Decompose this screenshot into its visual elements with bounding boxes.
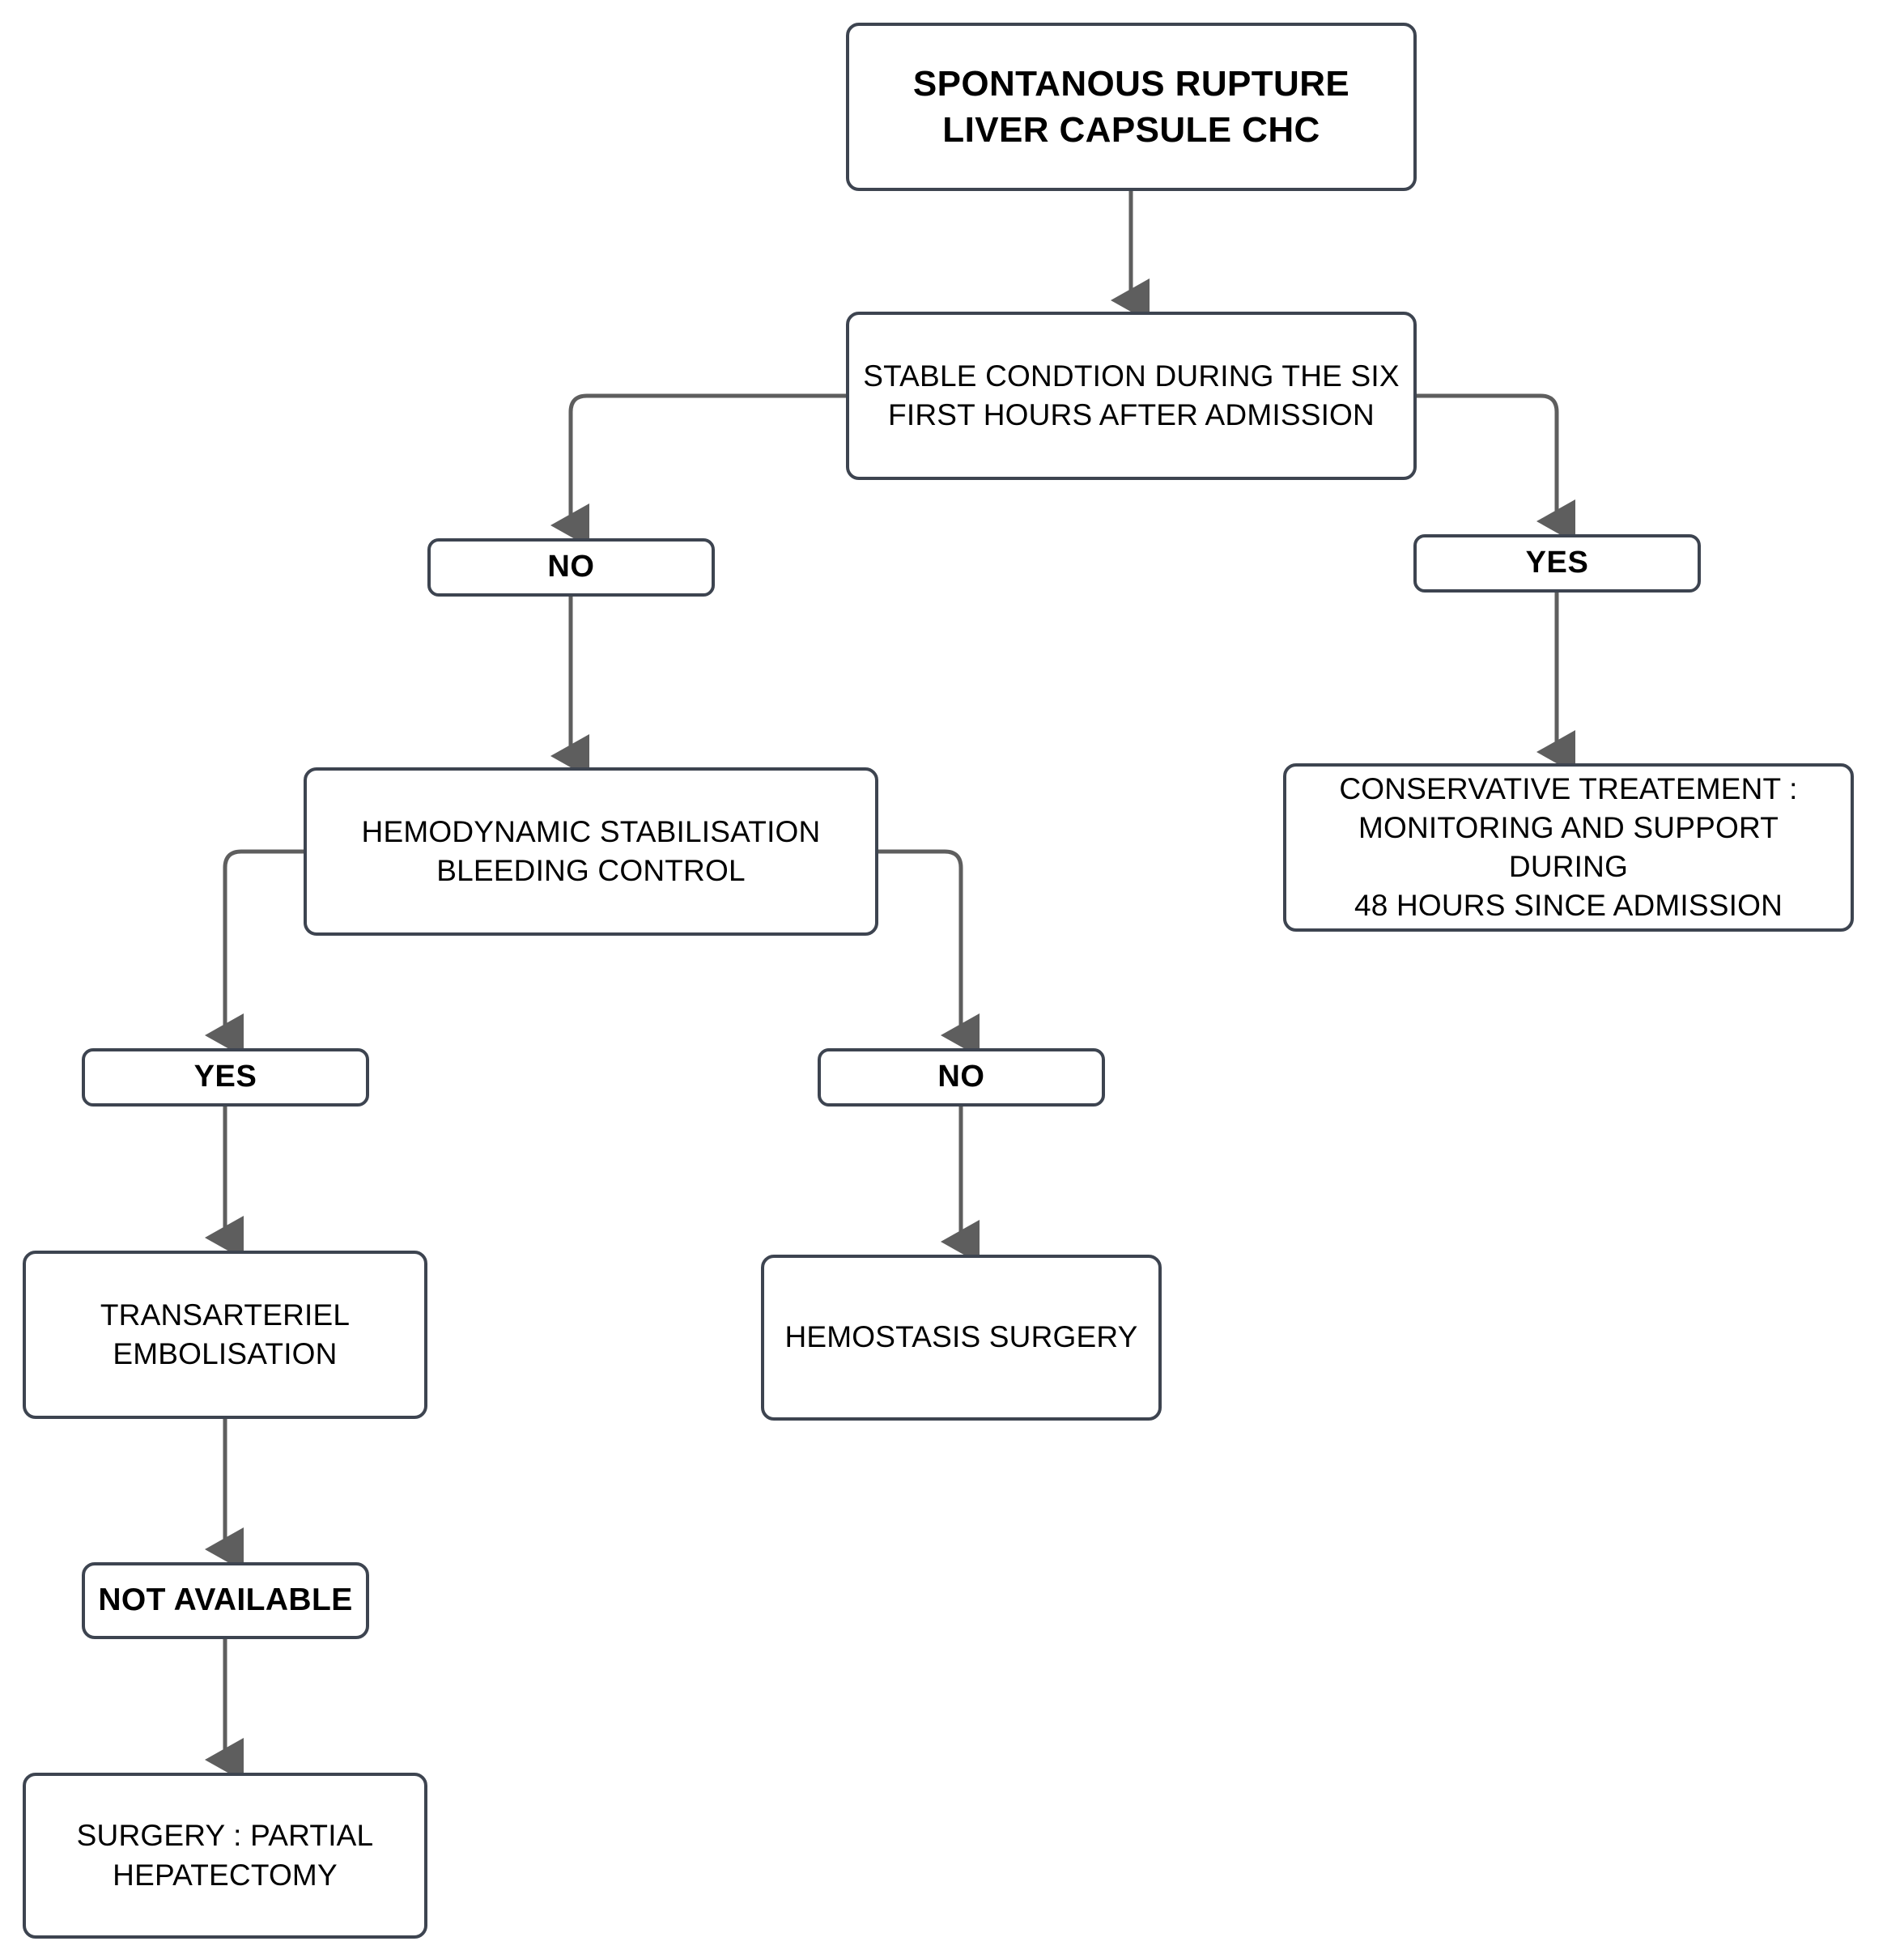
edge-hemodynamic-to-yes [205, 849, 304, 1058]
node-conservative-treatment[interactable]: CONSERVATIVE TREATEMENT : MONITORING AND… [1283, 763, 1854, 932]
edge-stable-to-yes [1417, 393, 1575, 544]
node-not-available-label: NOT AVAILABLE [98, 1582, 353, 1618]
node-partial-hepatectomy[interactable]: SURGERY : PARTIAL HEPATECTOMY [23, 1773, 427, 1939]
node-branch-no-low-label: NO [937, 1060, 985, 1094]
node-stable-condition-label: STABLE CONDTION DURING THE SIX FIRST HOU… [863, 359, 1400, 431]
node-hemostasis-surgery-label: HEMOSTASIS SURGERY [784, 1320, 1138, 1354]
node-conservative-treatment-label: CONSERVATIVE TREATEMENT : MONITORING AND… [1339, 771, 1798, 923]
edge-stable-to-no [550, 393, 846, 548]
node-branch-yes-low-label: YES [193, 1060, 257, 1094]
node-branch-yes-low[interactable]: YES [82, 1048, 369, 1107]
node-not-available[interactable]: NOT AVAILABLE [82, 1562, 369, 1639]
edge-hemodynamic-to-no [878, 849, 980, 1058]
node-hemodynamic-label: HEMODYNAMIC STABILISATION BLEEDING CONTR… [361, 814, 821, 887]
node-branch-yes-top[interactable]: YES [1413, 534, 1701, 593]
node-stable-condition[interactable]: STABLE CONDTION DURING THE SIX FIRST HOU… [846, 312, 1417, 480]
node-branch-no-top[interactable]: NO [427, 538, 715, 597]
node-branch-yes-top-label: YES [1525, 546, 1589, 580]
node-branch-no-low[interactable]: NO [818, 1048, 1105, 1107]
node-branch-no-top-label: NO [547, 550, 595, 584]
node-hemodynamic[interactable]: HEMODYNAMIC STABILISATION BLEEDING CONTR… [304, 767, 878, 936]
node-partial-hepatectomy-label: SURGERY : PARTIAL HEPATECTOMY [76, 1819, 374, 1892]
node-transarterial-embolisation[interactable]: TRANSARTERIEL EMBOLISATION [23, 1251, 427, 1419]
node-root[interactable]: SPONTANOUS RUPTURE LIVER CAPSULE CHC [846, 23, 1417, 191]
node-hemostasis-surgery[interactable]: HEMOSTASIS SURGERY [761, 1255, 1162, 1421]
node-root-label: SPONTANOUS RUPTURE LIVER CAPSULE CHC [912, 63, 1350, 150]
node-transarterial-embolisation-label: TRANSARTERIEL EMBOLISATION [100, 1298, 351, 1370]
